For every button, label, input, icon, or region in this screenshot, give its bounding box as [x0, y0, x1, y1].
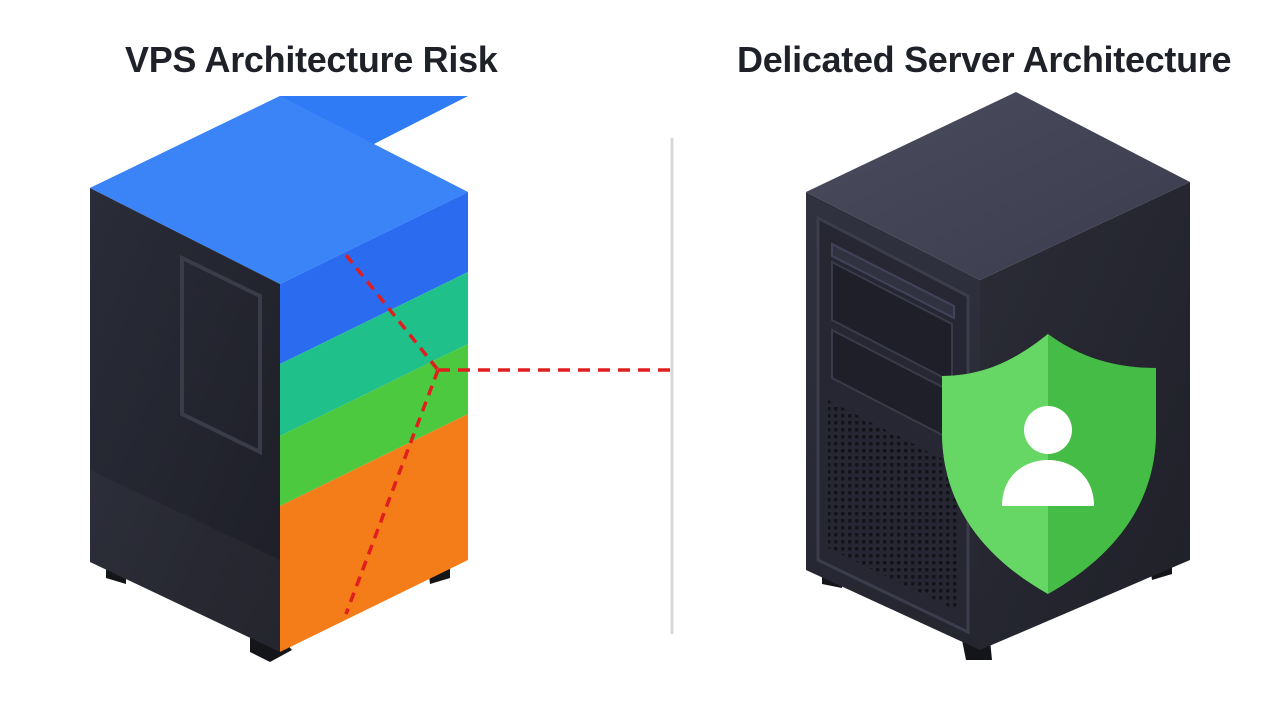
shield-highlight	[942, 334, 1048, 594]
shield-shade	[1048, 334, 1156, 594]
breach-line-lower	[344, 369, 440, 615]
vps-layer-1	[280, 192, 468, 364]
user-icon	[1024, 406, 1072, 454]
dedicated-top-face	[806, 92, 1190, 280]
security-shield	[942, 334, 1156, 594]
vps-front-panel	[180, 254, 262, 456]
user-icon-body	[1002, 460, 1094, 506]
vps-top-face	[90, 96, 468, 284]
vps-title: VPS Architecture Risk	[125, 39, 498, 80]
vent-grille	[828, 400, 960, 612]
vps-server	[90, 96, 676, 662]
vps-layer-4	[280, 414, 468, 652]
dedicated-title: Delicated Server Architecture	[737, 39, 1232, 80]
breach-line-upper	[344, 253, 440, 372]
vps-side-layers	[280, 192, 468, 652]
dedicated-server	[806, 92, 1190, 660]
vps-layer-2	[280, 272, 468, 436]
vps-front-face	[90, 188, 280, 652]
drive-bay-1	[831, 242, 955, 320]
vps-layer-3	[280, 344, 468, 506]
